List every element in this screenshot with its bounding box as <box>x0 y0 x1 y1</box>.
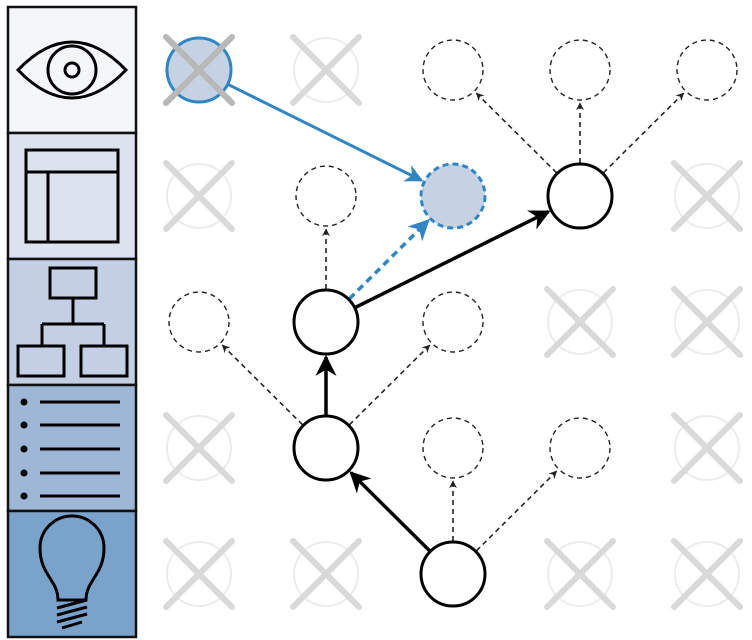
start-marker-overlay <box>163 34 235 106</box>
node-n2 <box>292 288 360 356</box>
node-c7 <box>549 39 611 101</box>
crossed-cell <box>671 538 743 610</box>
edge-n2-goal <box>348 219 430 301</box>
edge-n2-n3 <box>354 209 551 309</box>
crossed-cell <box>290 34 362 106</box>
node-c4 <box>422 291 484 353</box>
crossed-cell <box>671 160 743 232</box>
edge-n1-c3 <box>221 344 304 426</box>
crossed-cell <box>544 286 616 358</box>
lightbulb-icon <box>38 514 106 630</box>
node-c1 <box>422 417 484 479</box>
sidebar-panel-5 <box>6 509 138 639</box>
sidebar-panel-2 <box>6 131 138 261</box>
start-cross-b <box>163 34 235 106</box>
edge-root-n1 <box>349 471 431 553</box>
edge-start-goal <box>227 83 424 182</box>
eye-icon <box>15 40 129 100</box>
hierarchy-icon <box>16 266 129 378</box>
crossed-cell <box>671 412 743 484</box>
crossed-cell <box>671 286 743 358</box>
sidebar <box>6 5 138 639</box>
node-c5 <box>295 165 357 227</box>
edge-n3-c6 <box>475 92 558 174</box>
node-c6 <box>422 39 484 101</box>
node-root <box>419 540 487 608</box>
node-goal <box>419 162 487 230</box>
list-icon <box>20 398 120 500</box>
crossed-cell <box>163 160 235 232</box>
crossed-cell <box>290 538 362 610</box>
crossed-cell <box>163 412 235 484</box>
edge-root-c2 <box>475 470 558 552</box>
layout-icon <box>24 148 120 244</box>
node-c8 <box>676 39 738 101</box>
edge-n3-c8 <box>602 92 685 174</box>
node-c3 <box>168 291 230 353</box>
edge-n1-c4 <box>348 344 431 426</box>
node-n3 <box>546 162 614 230</box>
node-c2 <box>549 417 611 479</box>
edges <box>221 83 685 553</box>
nodes <box>165 36 738 608</box>
unreachable-cells <box>163 34 743 610</box>
crossed-cell <box>544 538 616 610</box>
crossed-cell <box>163 538 235 610</box>
sidebar-panel-1 <box>6 5 138 135</box>
node-n1 <box>292 414 360 482</box>
